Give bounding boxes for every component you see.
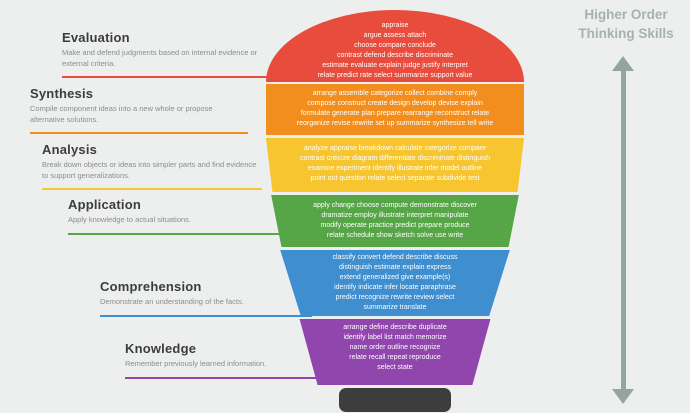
verb-list: arrange define describe duplicate identi…	[343, 324, 447, 371]
hots-title: Higher Order Thinking Skills	[578, 7, 674, 41]
verb-list: arrange assemble categorize collect comb…	[296, 90, 494, 127]
level-heading: Analysis	[42, 142, 98, 157]
level-heading: Comprehension	[100, 279, 202, 294]
verb-list: classify convert defend describe discuss…	[332, 254, 458, 311]
arrow-down-head	[612, 389, 634, 404]
bulb-section-comprehension: classify convert defend describe discuss…	[280, 250, 510, 316]
level-heading: Synthesis	[30, 86, 94, 101]
bulb-section-synthesis: arrange assemble categorize collect comb…	[266, 84, 524, 135]
level-description: Remember previously learned information.	[125, 359, 267, 368]
level-heading: Evaluation	[62, 30, 130, 45]
level-label-evaluation: Evaluation Make and defend judgments bas…	[62, 30, 282, 78]
verb-list: analyze appraise breakdown calculate cat…	[299, 145, 491, 182]
level-label-comprehension: Comprehension Demonstrate an understandi…	[100, 279, 312, 317]
level-heading: Application	[68, 197, 141, 212]
lightbulb-graphic: appraise argue assess attach choose comp…	[266, 10, 524, 412]
arrow-line	[620, 69, 626, 391]
bulb-base	[339, 388, 451, 412]
arrow-up-head	[612, 56, 634, 71]
level-label-synthesis: Synthesis Compile component ideas into a…	[30, 86, 248, 134]
verb-list: appraise argue assess attach choose comp…	[317, 22, 473, 79]
level-label-analysis: Analysis Break down objects or ideas int…	[42, 142, 262, 190]
level-description: Apply knowledge to actual situations.	[68, 215, 191, 224]
level-description: Make and defend judgments based on inter…	[62, 48, 258, 68]
level-description: Demonstrate an understanding of the fact…	[100, 297, 244, 306]
level-description: Break down objects or ideas into simpler…	[42, 160, 257, 180]
bulb-section-analysis: analyze appraise breakdown calculate cat…	[266, 138, 524, 192]
bulb-section-application: apply change choose compute demonstrate …	[271, 195, 519, 247]
level-description: Compile component ideas into a new whole…	[30, 104, 213, 124]
level-label-knowledge: Knowledge Remember previously learned in…	[125, 341, 330, 379]
level-heading: Knowledge	[125, 341, 197, 356]
double-arrow-icon	[606, 56, 640, 404]
bulb-section-knowledge: arrange define describe duplicate identi…	[299, 319, 491, 385]
bulb-section-evaluation: appraise argue assess attach choose comp…	[266, 10, 524, 82]
level-label-application: Application Apply knowledge to actual si…	[68, 197, 283, 235]
verb-list: apply change choose compute demonstrate …	[313, 202, 477, 239]
